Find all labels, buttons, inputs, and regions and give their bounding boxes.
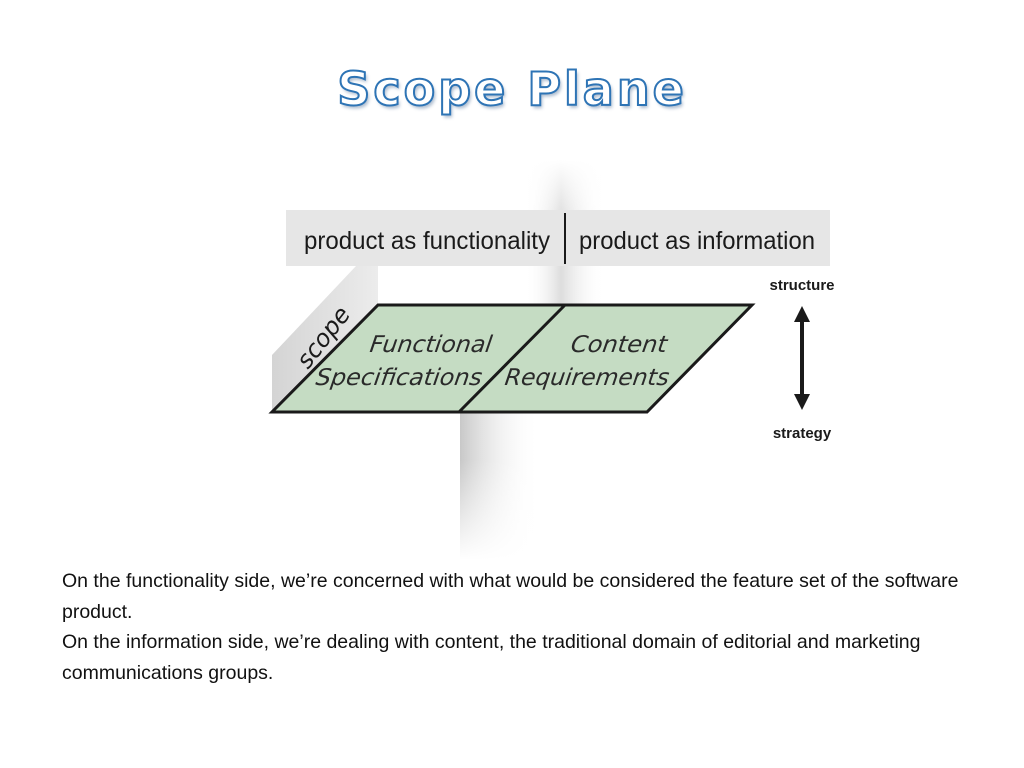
cell-left-line1: Functional [368, 332, 494, 358]
axis-bottom-label: strategy [773, 425, 832, 442]
axis-arrow-head-up [794, 306, 810, 322]
body-paragraph-2: On the information side, we’re dealing w… [62, 631, 921, 684]
scope-plane-diagram: product as functionality product as info… [268, 160, 835, 560]
header-left-label: product as functionality [304, 227, 550, 255]
scope-side-panel-body [272, 266, 378, 412]
slide-title: Scope Plane [336, 61, 687, 117]
cell-right-line2: Requirements [503, 365, 671, 391]
body-text: On the functionality side, we’re concern… [62, 566, 982, 688]
body-paragraph-1: On the functionality side, we’re concern… [62, 570, 959, 623]
vertical-plane-lower-fade [455, 460, 545, 560]
scope-plane-divider [457, 303, 567, 414]
header-right-label: product as information [579, 227, 815, 255]
header-band [286, 210, 830, 266]
cell-left-line2: Specifications [314, 365, 484, 391]
axis-top-label: structure [769, 277, 834, 294]
cell-right-line1: Content [569, 332, 670, 358]
axis-arrow-head-down [794, 394, 810, 410]
